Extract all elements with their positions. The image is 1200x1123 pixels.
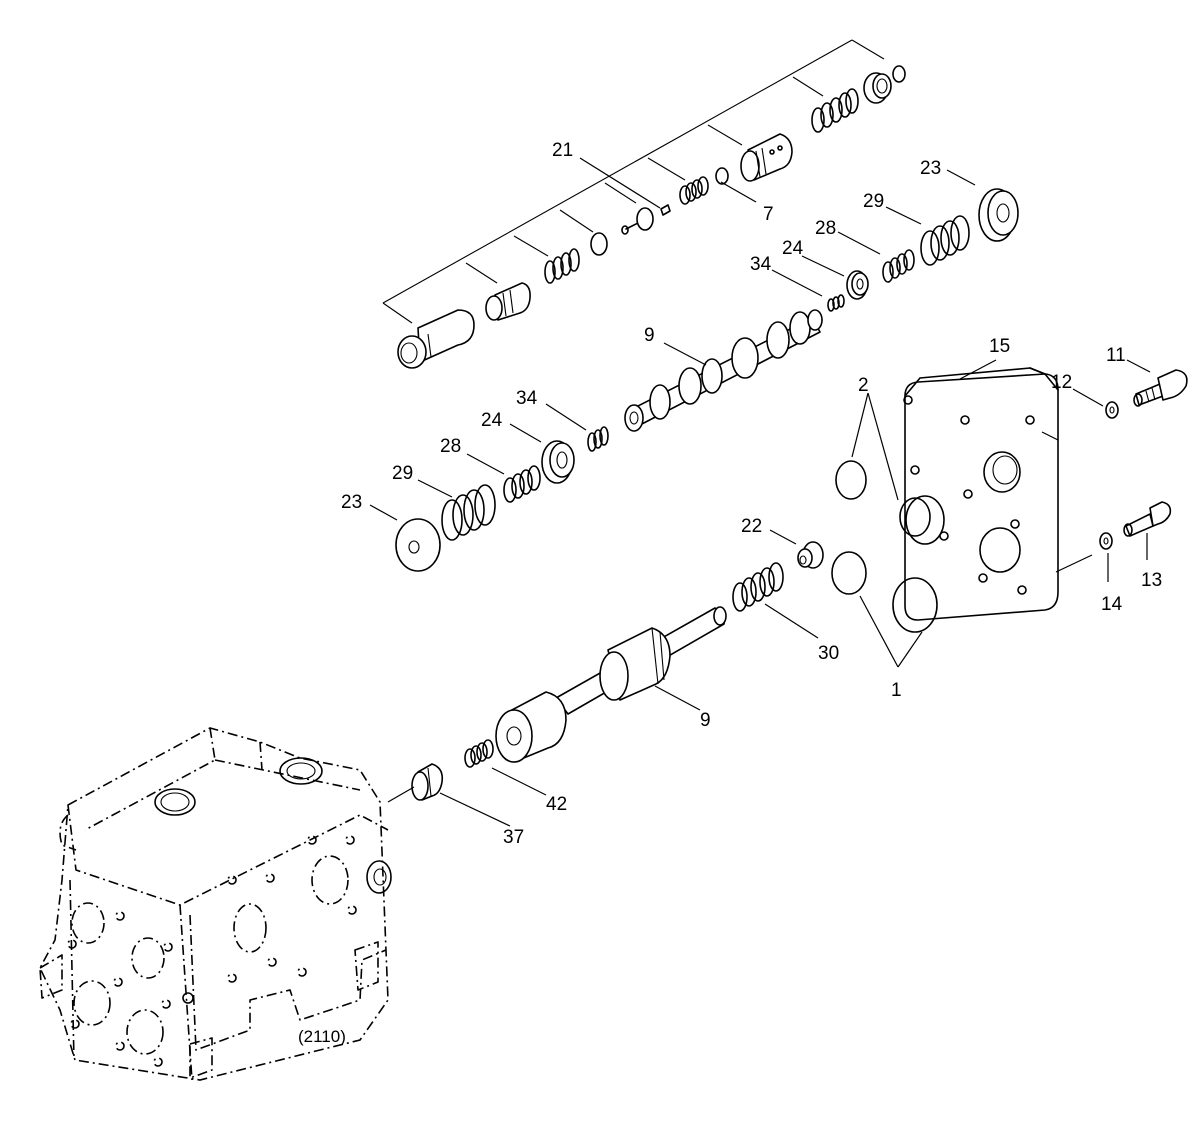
item-29-spring-mid [441,484,496,541]
callout-29-top: 29 [863,191,884,212]
item-14-washer [1099,532,1113,550]
item-9-spool-lower [495,606,727,763]
item-34-spring-top [827,294,845,312]
callout-34-mid: 34 [516,388,538,409]
item-12-washer [1105,401,1119,419]
callout-28-top: 28 [815,218,836,239]
callout-9-bottom: 9 [700,710,711,731]
item-23-cup-top [978,188,1019,242]
callout-21: 21 [552,140,573,161]
grooved-plug [485,282,531,321]
o-ring-top [590,232,608,256]
callout-42: 42 [546,794,567,815]
callout-13: 13 [1141,570,1162,591]
item-28-spring-mid [503,465,541,503]
o-ring-end [892,65,906,83]
poppet [621,207,654,235]
callout-28-mid: 28 [440,436,461,457]
item-37-plug [411,763,444,801]
item-9-spool-upper [624,309,823,432]
housing-reference-label: (2110) [298,1027,346,1046]
callout-7: 7 [763,204,774,225]
item-29-spring-top [920,215,970,266]
item-30-spring [732,562,784,612]
item-15-cover-plate [903,367,1059,621]
callout-23-top: 23 [920,158,941,179]
callout-29-mid: 29 [392,463,413,484]
callout-2: 2 [858,375,869,396]
callout-24-top: 24 [782,238,804,259]
item-23-washer-mid [395,518,441,572]
spring-right-top [811,88,859,133]
top-subassembly [382,39,906,369]
callout-1: 1 [891,680,902,701]
end-cap-top [863,72,892,104]
item-7-ring [715,167,729,185]
callout-34-top: 34 [750,254,772,275]
callout-24-mid: 24 [481,410,503,431]
item-21-pin [660,204,671,216]
item-34-spring-mid [587,426,609,452]
item-13-bolt [1123,501,1172,537]
valve-housing [39,727,392,1081]
item-1-o-ring-b [892,577,938,633]
callout-30: 30 [818,643,839,664]
item-24-washer-top [846,270,869,300]
item-28-spring-top [882,249,915,283]
callout-labels: 21 7 23 29 28 24 34 9 15 11 12 2 34 24 2… [298,140,1162,1046]
callout-22: 22 [741,516,762,537]
callout-14: 14 [1101,594,1123,615]
ported-plug [740,133,793,182]
callout-37: 37 [503,827,524,848]
callout-9-top: 9 [644,325,655,346]
callout-15: 15 [989,336,1010,357]
item-42-spring [464,739,494,768]
leader-lines [369,157,1151,827]
item-1-o-ring-a [831,551,867,595]
item-2-o-ring-a [835,460,867,500]
callout-23-mid: 23 [341,492,362,513]
piston-sleeve [397,309,475,369]
spring-21 [679,176,709,205]
callout-12: 12 [1051,372,1072,393]
item-2-o-ring-b [899,497,931,537]
spring-small-top [544,248,580,284]
item-22-stopper [797,541,824,569]
item-24-washer-mid [541,440,575,484]
callout-11: 11 [1106,345,1126,366]
upper-spool-row [395,188,1019,572]
item-11-bolt [1133,369,1188,407]
